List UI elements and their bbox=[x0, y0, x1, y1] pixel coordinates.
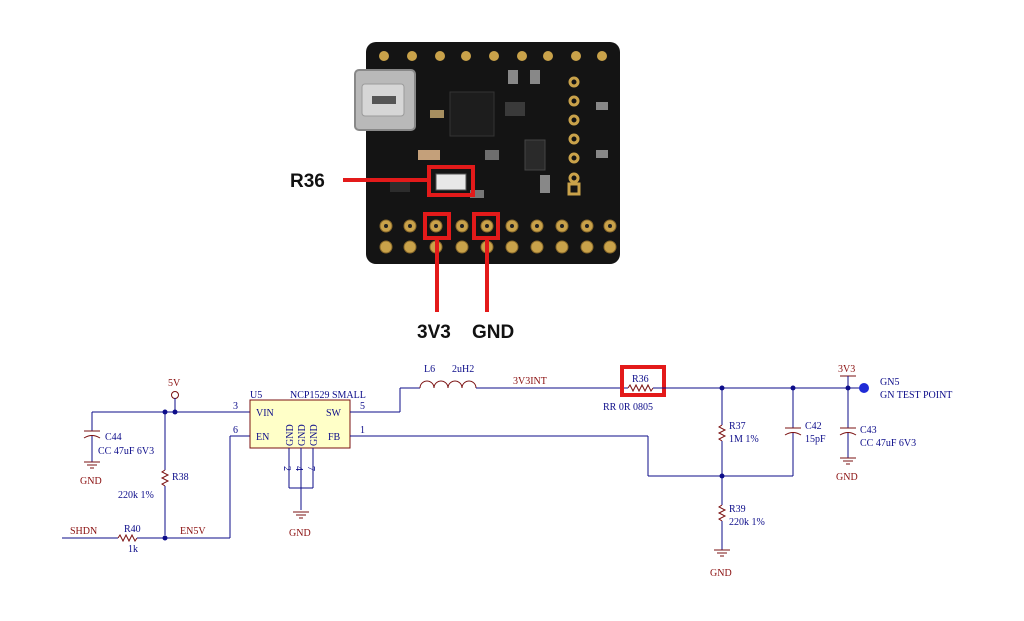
power-5v-symbol bbox=[171, 391, 179, 412]
u5-ic-body bbox=[249, 399, 351, 449]
l6-value: 2uH2 bbox=[452, 364, 474, 375]
r39-gnd-symbol bbox=[714, 549, 730, 557]
c44-value: CC 47uF 6V3 bbox=[98, 446, 154, 457]
c43-gnd-symbol bbox=[840, 457, 856, 465]
gn5-test-point bbox=[859, 383, 869, 393]
u5-gnd-label: GND bbox=[289, 528, 311, 539]
net-shdn-label: SHDN bbox=[70, 526, 97, 537]
c44-gnd-symbol bbox=[84, 461, 100, 469]
r36-designator: R36 bbox=[632, 374, 649, 385]
power-5v-label: 5V bbox=[168, 378, 181, 389]
r39-gnd-label: GND bbox=[710, 568, 732, 579]
u5-pin6-number: 6 bbox=[233, 425, 238, 436]
power-3v3-label: 3V3 bbox=[838, 364, 855, 375]
net-3v3int-label: 3V3INT bbox=[513, 376, 547, 387]
top-header-pads bbox=[379, 51, 607, 61]
r37-designator: R37 bbox=[729, 421, 746, 432]
board-components bbox=[390, 70, 608, 198]
u5-pin-gnd-a: GND bbox=[285, 424, 296, 446]
r37-value: 1M 1% bbox=[729, 434, 759, 445]
u5-pin-gnd-b: GND bbox=[297, 424, 308, 446]
r36-callout: R36 bbox=[290, 171, 325, 192]
u5-pin5-number: 5 bbox=[360, 401, 365, 412]
l6-designator: L6 bbox=[424, 364, 435, 375]
net-en5v-label: EN5V bbox=[180, 526, 206, 537]
c43-gnd-label: GND bbox=[836, 472, 858, 483]
r40-designator: R40 bbox=[124, 524, 141, 535]
r39-value: 220k 1% bbox=[729, 517, 765, 528]
u5-pin4-number: 4 bbox=[293, 466, 304, 471]
gn5-designator: GN5 bbox=[880, 377, 899, 388]
u5-pin-gnd-c: GND bbox=[309, 424, 320, 446]
u5-pin-vin: VIN bbox=[256, 408, 274, 419]
r39-designator: R39 bbox=[729, 504, 746, 515]
c42-designator: C42 bbox=[805, 421, 822, 432]
r38-designator: R38 bbox=[172, 472, 189, 483]
c42-value: 15pF bbox=[805, 434, 826, 445]
c44-gnd-label: GND bbox=[80, 476, 102, 487]
u5-pin7-number: 7 bbox=[305, 466, 316, 471]
c43-designator: C43 bbox=[860, 425, 877, 436]
l6-inductor bbox=[419, 380, 477, 389]
r36-value: RR 0R 0805 bbox=[603, 402, 653, 413]
u5-pin-sw: SW bbox=[326, 408, 342, 419]
c43-value: CC 47uF 6V3 bbox=[860, 438, 916, 449]
u5-pin-fb: FB bbox=[328, 432, 341, 443]
r36-resistor bbox=[627, 383, 654, 393]
c44-designator: C44 bbox=[105, 432, 122, 443]
r36-schematic-highlight bbox=[620, 365, 666, 397]
u5-pin3-number: 3 bbox=[233, 401, 238, 412]
right-column-pads bbox=[567, 76, 581, 196]
r40-value: 1k bbox=[128, 544, 138, 555]
r38-value: 220k 1% bbox=[118, 490, 154, 501]
gn5-value: GN TEST POINT bbox=[880, 390, 952, 401]
u5-part: NCP1529 SMALL bbox=[290, 390, 366, 401]
r36-component bbox=[435, 173, 467, 191]
gnd-callout: GND bbox=[472, 322, 514, 343]
u5-gnd-symbol bbox=[293, 511, 309, 519]
u5-pin2-number: 2 bbox=[281, 466, 292, 471]
u5-pin1-number: 1 bbox=[360, 425, 365, 436]
u5-designator: U5 bbox=[250, 390, 262, 401]
u5-pin-en: EN bbox=[256, 432, 269, 443]
3v3-callout: 3V3 bbox=[417, 322, 451, 343]
